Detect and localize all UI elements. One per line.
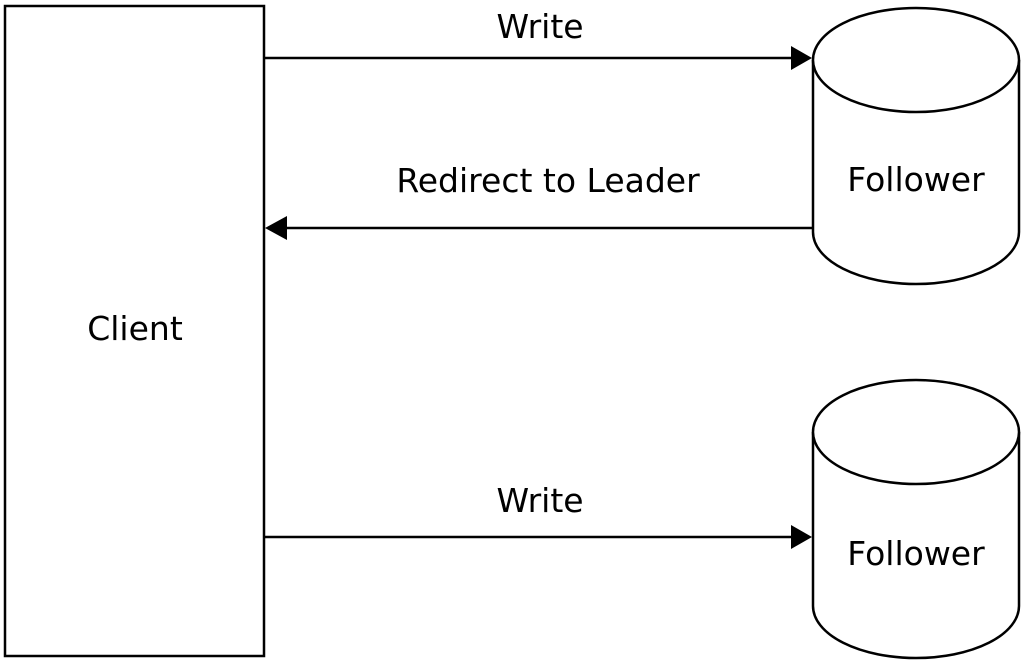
client-node: Client [3, 4, 266, 658]
client-box [3, 4, 266, 658]
follower-top-label: Follower [847, 160, 985, 199]
edge-write-to-follower-top: Write [264, 7, 812, 70]
edge-write-top-label: Write [496, 7, 583, 46]
follower-bottom-node: Follower [811, 378, 1021, 660]
edge-redirect-to-leader: Redirect to Leader [265, 161, 813, 240]
follower-top-node: Follower [811, 6, 1021, 286]
follower-bottom-cylinder-body [811, 432, 1021, 660]
follower-bottom-label: Follower [847, 534, 985, 573]
follower-bottom-cylinder-cap [811, 378, 1021, 486]
edge-write-top-arrowhead [791, 46, 812, 70]
edge-redirect-label: Redirect to Leader [396, 161, 700, 200]
edge-write-bottom-label: Write [496, 481, 583, 520]
edge-redirect-arrowhead [265, 216, 287, 240]
edge-write-bottom-arrowhead [791, 525, 812, 549]
follower-top-cylinder-cap [811, 6, 1021, 114]
edge-write-to-follower-bottom: Write [264, 481, 812, 549]
follower-top-cylinder-body [811, 60, 1021, 286]
client-label: Client [87, 309, 183, 348]
